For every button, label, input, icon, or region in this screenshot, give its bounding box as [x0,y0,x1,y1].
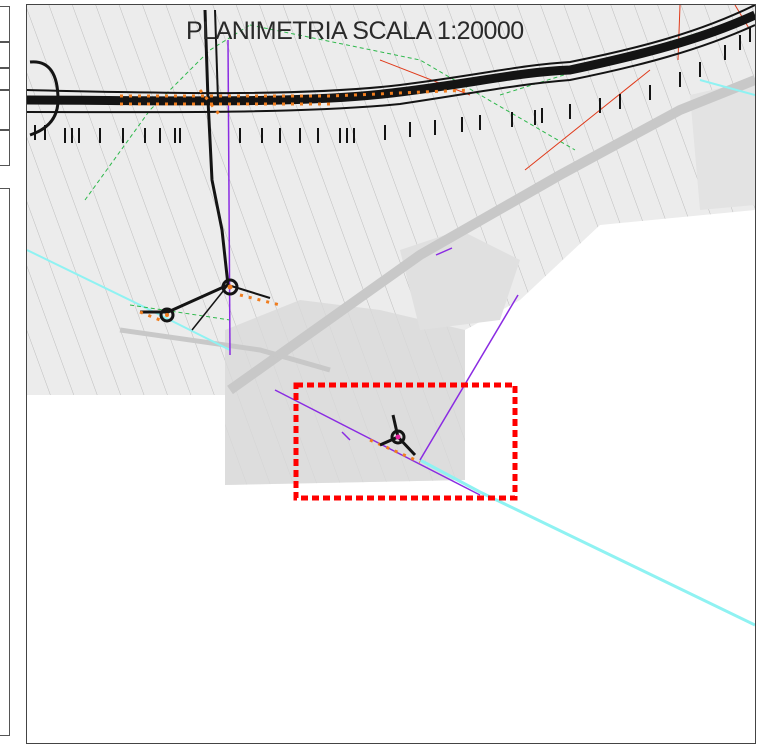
roundabout-icon [159,307,175,323]
highway [27,5,755,331]
secondary-road [227,75,755,395]
orange-works-markers [120,88,471,464]
left-title-block [0,0,10,736]
roundabout-icon [221,278,239,296]
title-block-cell [0,130,10,166]
terrain-area [27,5,755,485]
title-block-cell [0,6,10,42]
roundabout-icon [379,414,417,457]
highlight-area-icon [293,382,518,501]
canal-south [419,458,755,627]
drawing-title: PLANIMETRIA SCALA 1:20000 [186,17,524,45]
title-block-cell [0,42,10,68]
cross-section-ticks [34,27,751,143]
title-block-cell [0,90,10,130]
title-block-cell [0,68,10,90]
canal-north [27,249,231,351]
